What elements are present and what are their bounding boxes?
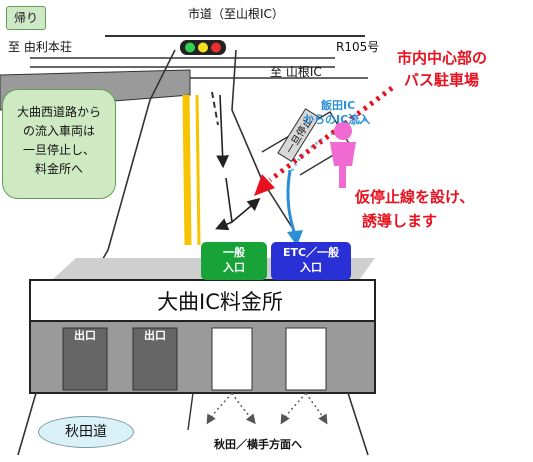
yellow-line-left xyxy=(182,94,192,246)
etc-entrance-badge: ETC／一般 入口 xyxy=(271,242,351,280)
etc-entrance-line-1: ETC／一般 xyxy=(282,246,340,259)
booth-4 xyxy=(285,327,327,391)
bus-parking-line-1: 市内中心部の xyxy=(397,49,488,67)
iida-flow-arrowhead xyxy=(287,230,303,246)
note-line: 一旦停止し、 xyxy=(22,143,95,157)
signal-yellow-light xyxy=(198,42,208,53)
general-entrance-line-2: 入口 xyxy=(223,261,245,274)
iida-label-line-2: からのIC流入 xyxy=(303,113,371,126)
bus-flow-dots xyxy=(268,86,394,182)
lower-road-right xyxy=(347,392,369,456)
lower-divider xyxy=(187,392,194,431)
flow-arrow-straight xyxy=(216,94,229,169)
lane-dashes xyxy=(211,91,219,126)
plaza-title: 大曲IC料金所 xyxy=(157,290,283,314)
signal-red-light xyxy=(211,42,221,53)
expressway-label: 秋田道 xyxy=(38,416,134,448)
to-yamane-label: 至 山根IC xyxy=(270,65,322,79)
signal-green-light xyxy=(185,42,195,53)
iida-flow-arrow xyxy=(286,169,298,239)
booth-3 xyxy=(211,327,253,391)
flow-arrow-right-lane xyxy=(225,177,261,224)
top-road-label: 市道（至山根IC） xyxy=(188,7,284,21)
note-line: 料金所へ xyxy=(34,162,83,176)
to-yurihonjo-label: 至 由利本荘 xyxy=(8,40,72,54)
person-figure xyxy=(330,122,356,188)
yellow-line-right xyxy=(195,94,201,246)
stop-line-text-1: 仮停止線を設け、 xyxy=(355,188,475,206)
stop-line-text-2: 誘導します xyxy=(362,212,438,230)
bus-parking-line-2: バス駐車場 xyxy=(404,71,480,89)
booth-2 xyxy=(132,327,178,391)
bus-flow-arrowhead xyxy=(254,174,275,196)
lower-road-left xyxy=(17,392,37,456)
back-badge: 帰り xyxy=(6,6,46,30)
general-entrance-badge: 一般 入口 xyxy=(201,242,267,280)
general-entrance-line-1: 一般 xyxy=(223,246,245,259)
destination-label: 秋田／横手方面へ xyxy=(214,438,302,451)
booth-1-label: 出口 xyxy=(74,329,96,342)
note-line: 大曲西道路から xyxy=(16,105,101,119)
booth-2-label: 出口 xyxy=(144,329,166,342)
etc-entrance-line-2: 入口 xyxy=(300,261,322,274)
note-line: の流入車両は xyxy=(22,124,95,138)
exit-arrows xyxy=(206,392,328,425)
iida-label-line-1: 飯田IC xyxy=(321,99,356,112)
merge-note: 大曲西道路から の流入車両は 一旦停止し、 料金所へ xyxy=(2,89,116,199)
booth-1 xyxy=(62,327,108,391)
r105-label: R105号 xyxy=(336,40,380,54)
flow-arrow-left-lane xyxy=(215,218,233,231)
